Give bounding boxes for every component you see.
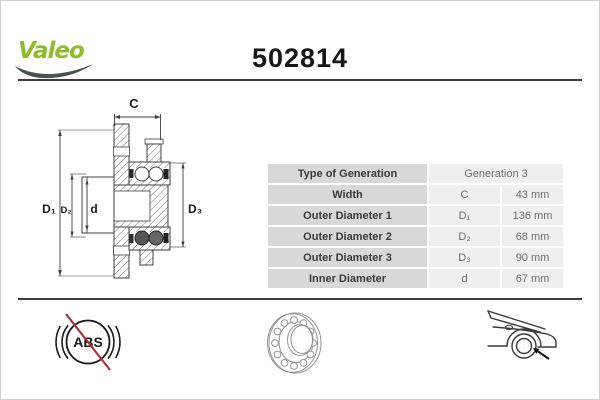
spec-row-label: Outer Diameter 3 <box>268 248 427 267</box>
abs-cross-line <box>65 313 111 371</box>
wheel-position-arrow <box>533 348 550 360</box>
spec-row-value: Generation 3 <box>429 164 563 183</box>
spec-row-value: 67 mm <box>502 269 563 288</box>
dim-label-d: d <box>90 202 97 216</box>
dim-label-d3: D₃ <box>188 202 202 216</box>
dimension-d-inner <box>85 179 89 231</box>
bearing-top-section <box>128 161 171 186</box>
spec-row-label: Width <box>268 185 427 204</box>
valeo-swoosh-icon <box>15 64 93 79</box>
dimension-d2 <box>70 173 86 238</box>
spec-row-label: Outer Diameter 1 <box>268 206 427 225</box>
part-number: 502814 <box>251 43 349 73</box>
dim-label-d2: D₂ <box>60 205 71 216</box>
spec-row-label: Inner Diameter <box>268 269 427 288</box>
spec-row-value: 68 mm <box>502 227 563 246</box>
valeo-logo-text: Valeo <box>18 38 85 64</box>
car-wheel <box>511 333 537 359</box>
bearing-bottom-section <box>128 226 171 266</box>
car-windshield-line <box>487 310 546 330</box>
spec-row-symbol: d <box>429 269 500 288</box>
spec-row-symbol: C <box>429 185 500 204</box>
dimension-d1 <box>58 129 114 277</box>
dimension-c <box>114 114 161 140</box>
ball-bearing-icon <box>267 312 322 374</box>
hub-bearing-drawing: C D₁ D₂ d D₃ <box>42 96 202 279</box>
no-abs-icon: ABS <box>55 313 121 371</box>
dim-label-d1: D₁ <box>42 202 56 216</box>
spec-row-symbol: D₃ <box>429 248 500 267</box>
spec-row-label: Outer Diameter 2 <box>268 227 427 246</box>
header-divider <box>18 79 582 81</box>
spec-row-symbol: D₂ <box>429 227 500 246</box>
valeo-logo: Valeo <box>15 38 108 79</box>
spec-row-value: 43 mm <box>502 185 563 204</box>
spec-row-value: 136 mm <box>502 206 563 225</box>
spec-row-symbol: D₁ <box>429 206 500 225</box>
dim-label-c: C <box>129 96 139 111</box>
dimension-d3 <box>170 162 186 248</box>
spec-table: Type of Generation Generation 3 Width C … <box>268 164 563 288</box>
footer-divider <box>18 298 582 300</box>
spec-row-label: Type of Generation <box>268 164 427 183</box>
wheel-stud <box>144 138 164 163</box>
car-front-axle-icon <box>487 310 557 360</box>
spec-row-value: 90 mm <box>502 248 563 267</box>
